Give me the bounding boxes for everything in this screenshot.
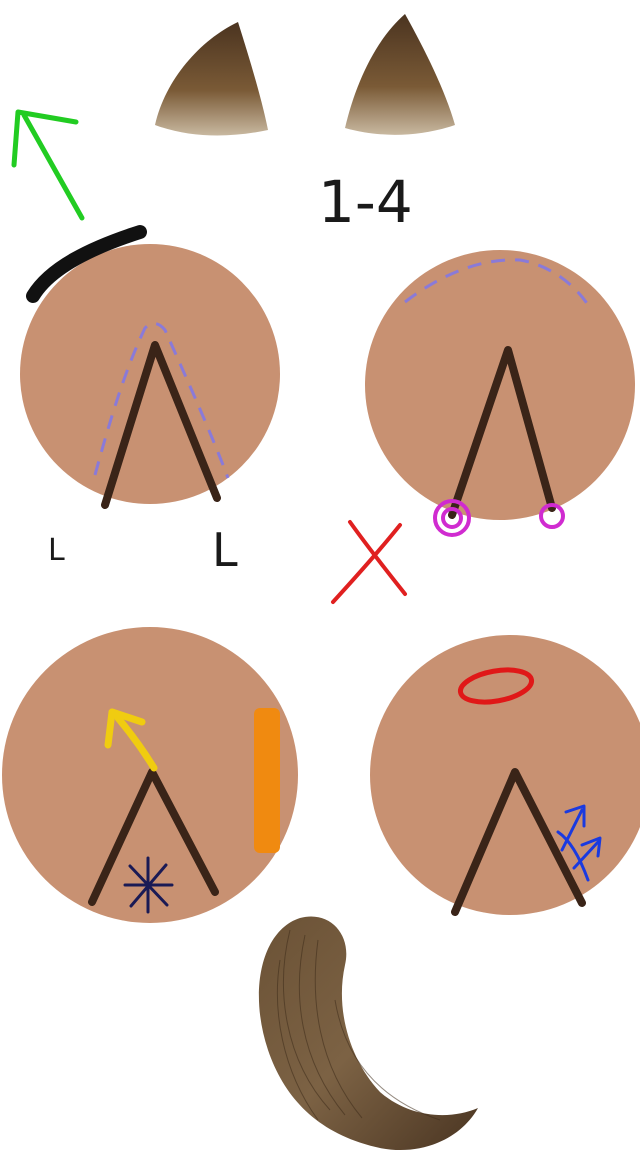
asterisk-icon (125, 858, 172, 912)
arrow-up-left-icon (14, 112, 82, 218)
x-mark-icon (333, 522, 405, 602)
ear-step-3 (2, 627, 298, 923)
ear-step-1 (20, 232, 280, 505)
orange-bar (254, 708, 280, 853)
cat-ear-right-icon (345, 14, 455, 135)
left-mark-label: L (48, 533, 65, 568)
ear-step-4 (370, 635, 640, 915)
step-range-label: 1-4 (318, 168, 413, 236)
cat-ear-left-icon (155, 22, 268, 135)
tail-icon (259, 916, 478, 1150)
ear-step-2 (365, 250, 635, 535)
right-mark-label: L (212, 523, 238, 577)
